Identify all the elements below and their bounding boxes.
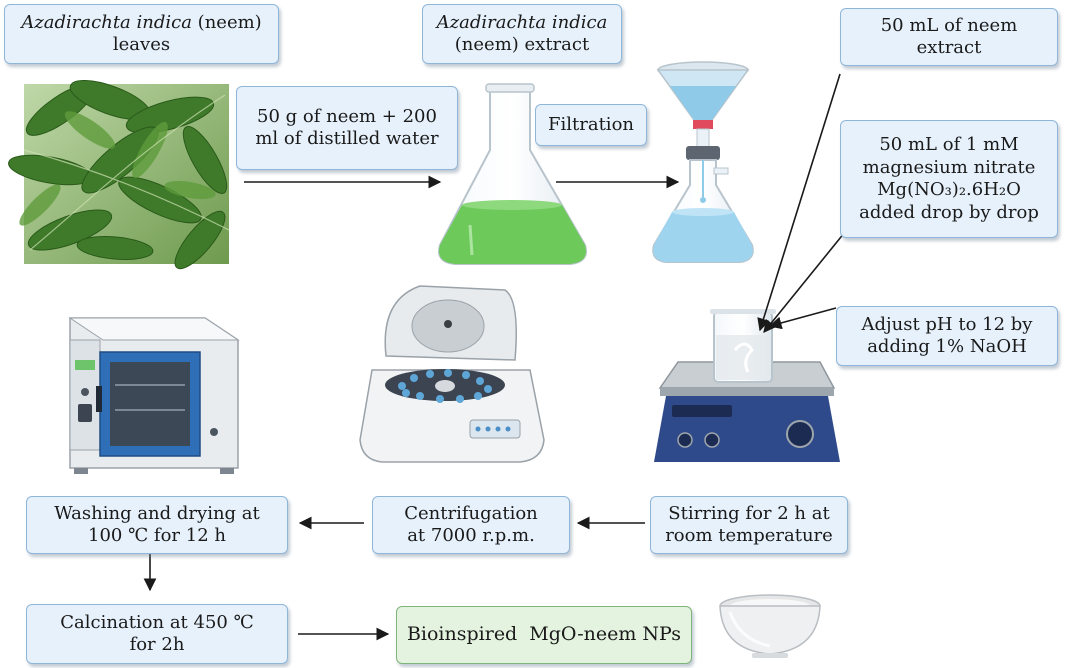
extract-line1: Azadirachta indica	[436, 11, 608, 33]
funnel-filtration-icon	[652, 61, 754, 263]
leaves-rest: (neem)	[191, 11, 262, 33]
washing-drying-box: Washing and drying at 100 ℃ for 12 h	[26, 496, 288, 554]
magnesium-line3: Mg(NO₃)₂.6H₂O	[877, 179, 1021, 200]
drying-oven-icon	[68, 317, 240, 474]
filtration-box: Filtration	[535, 104, 647, 146]
mix-line2: ml of distilled water	[255, 128, 439, 149]
ph-line2: adding 1% NaOH	[867, 336, 1027, 357]
washing-line1: Washing and drying at	[54, 502, 260, 524]
arrow-ph-to-beaker	[768, 307, 837, 330]
stirring-box: Stirring for 2 h at room temperature	[650, 496, 848, 554]
product-label: Bioinspired MgO-neem NPs	[406, 623, 682, 646]
magnesium-line2: magnesium nitrate	[862, 156, 1036, 178]
magnesium-line1: 50 mL of 1 mM	[879, 134, 1019, 155]
leaves-italic: Azadirachta indica	[21, 11, 192, 33]
filtration-label: Filtration	[548, 113, 634, 135]
neem-extract-box: Azadirachta indica (neem) extract	[422, 4, 622, 64]
bowl-icon	[719, 594, 821, 658]
flask-icon	[438, 83, 587, 265]
leaves-line2: leaves	[112, 34, 171, 55]
calcination-line1: Calcination at 450 ℃	[60, 611, 254, 633]
magnesium-line4: added drop by drop	[859, 201, 1039, 223]
neem-water-mix-box: 50 g of neem + 200 ml of distilled water	[236, 86, 458, 170]
product-box: Bioinspired MgO-neem NPs	[396, 606, 692, 664]
neem-extract-50ml-box: 50 mL of neem extract	[840, 8, 1058, 66]
calcination-line2: for 2h	[129, 634, 185, 655]
hotplate-stirrer-icon	[654, 309, 840, 462]
magnesium-nitrate-box: 50 mL of 1 mM magnesium nitrate Mg(NO₃)₂…	[840, 120, 1058, 238]
centrifugation-line2: at 7000 r.p.m.	[407, 525, 535, 546]
centrifugation-line1: Centrifugation	[404, 502, 538, 524]
arrow-extract-to-beaker	[757, 73, 841, 332]
neem50-line2: extract	[916, 37, 982, 58]
mix-line1: 50 g of neem + 200	[257, 105, 437, 127]
ph-line1: Adjust pH to 12 by	[861, 313, 1033, 335]
stirring-line1: Stirring for 2 h at	[668, 502, 830, 524]
neem50-line1: 50 mL of neem	[880, 14, 1018, 36]
centrifuge-icon	[359, 285, 545, 463]
arrow-magnesium-to-beaker	[763, 231, 846, 333]
centrifugation-box: Centrifugation at 7000 r.p.m.	[372, 496, 570, 554]
adjust-ph-box: Adjust pH to 12 by adding 1% NaOH	[836, 306, 1058, 366]
extract-line2: (neem) extract	[454, 34, 590, 55]
washing-line2: 100 ℃ for 12 h	[88, 525, 226, 546]
neem-leaves-box: Azadirachta indica (neem) leaves	[4, 4, 279, 64]
neem-leaves-photo	[8, 80, 230, 270]
calcination-box: Calcination at 450 ℃ for 2h	[26, 604, 288, 664]
stirring-line2: room temperature	[665, 525, 833, 546]
